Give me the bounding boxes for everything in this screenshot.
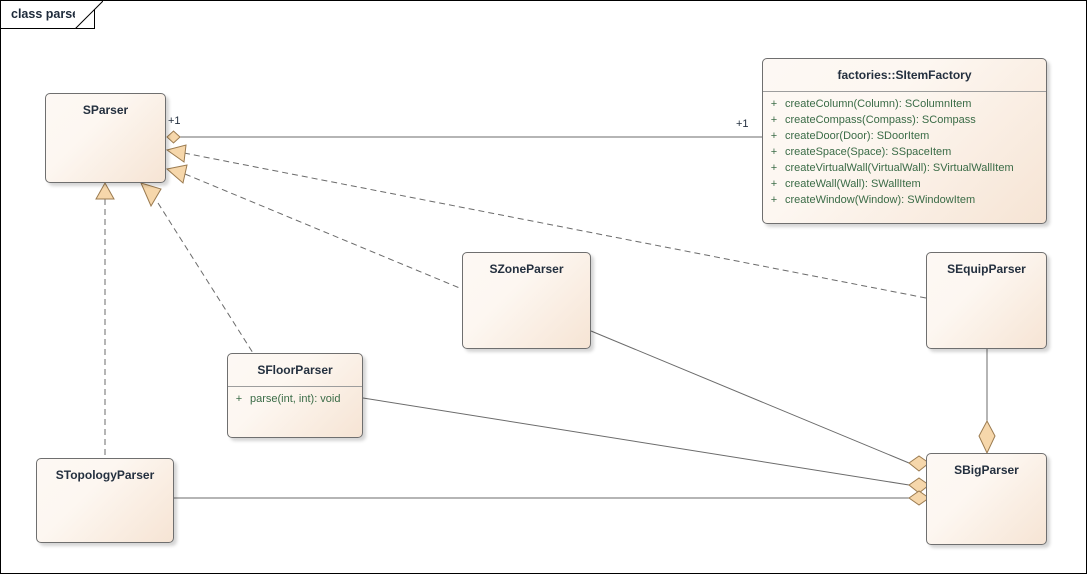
triangle-sfloorparser-sparser (140, 182, 162, 208)
class-box-sfloorparser[interactable]: SFloorParser + parse(int, int): void (227, 353, 363, 438)
operations-list-sfloorparser: + parse(int, int): void (228, 387, 362, 409)
class-name-sequipparser: SEquipParser (947, 262, 1026, 276)
frame-tab-corner-icon (75, 1, 103, 29)
operation-row: + createVirtualWall(VirtualWall): SVirtu… (763, 160, 1046, 176)
multiplicity-label-sparser: +1 (168, 115, 181, 127)
class-name-sitemfactory: factories::SItemFactory (763, 59, 1046, 92)
operation-signature: createDoor(Door): SDoorItem (785, 130, 930, 142)
operation-row: + createColumn(Column): SColumnItem (763, 96, 1046, 112)
class-box-sitemfactory[interactable]: factories::SItemFactory + createColumn(C… (762, 58, 1047, 224)
class-name-sbigparser: SBigParser (954, 463, 1019, 477)
operation-visibility: + (770, 114, 778, 126)
operation-signature: createWindow(Window): SWindowItem (785, 194, 976, 206)
operation-signature: parse(int, int): void (250, 393, 341, 405)
operation-signature: createCompass(Compass): SCompass (785, 114, 976, 126)
multiplicity-label-sitemfactory: +1 (736, 118, 749, 130)
operation-row: + createDoor(Door): SDoorItem (763, 128, 1046, 144)
diamond-sequipparser-sbigparser (978, 419, 996, 455)
link-sequipparser-sparser (183, 152, 927, 299)
class-name-sparser: SParser (82, 103, 129, 117)
operation-visibility: + (770, 194, 778, 206)
operation-row: + createSpace(Space): SSpaceItem (763, 144, 1046, 160)
triangle-stopologyparser-sparser (95, 181, 115, 200)
operation-row: + createCompass(Compass): SCompass (763, 112, 1046, 128)
diamond-sparser-sitemfactory (166, 130, 181, 144)
class-box-sequipparser[interactable]: SEquipParser (926, 252, 1047, 349)
class-box-stopologyparser[interactable]: STopologyParser (36, 458, 174, 543)
link-sfloorparser-sbigparser (362, 397, 910, 486)
operation-row: + createWall(Wall): SWallItem (763, 176, 1046, 192)
link-szoneparser-sparser (184, 173, 463, 290)
operation-row: + parse(int, int): void (228, 391, 362, 407)
operation-row: + createWindow(Window): SWindowItem (763, 192, 1046, 208)
triangle-sequipparser-sparser (165, 144, 187, 163)
operation-visibility: + (770, 178, 778, 190)
operations-list-sitemfactory: + createColumn(Column): SColumnItem + cr… (763, 92, 1046, 210)
class-name-stopologyparser: STopologyParser (55, 468, 155, 482)
class-name-szoneparser: SZoneParser (489, 262, 564, 276)
class-name-sfloorparser: SFloorParser (228, 354, 362, 387)
frame-tab-label: class parser (11, 7, 84, 21)
operation-visibility: + (770, 162, 778, 174)
class-box-szoneparser[interactable]: SZoneParser (462, 252, 591, 349)
operation-signature: createColumn(Column): SColumnItem (785, 98, 972, 110)
operation-visibility: + (770, 146, 778, 158)
triangle-szoneparser-sparser (165, 164, 188, 184)
link-sfloorparser-sparser (157, 202, 254, 354)
link-szoneparser-sbigparser (590, 330, 910, 464)
class-box-sbigparser[interactable]: SBigParser (926, 453, 1047, 545)
operation-signature: createSpace(Space): SSpaceItem (785, 146, 952, 158)
operation-visibility: + (770, 98, 778, 110)
operation-visibility: + (235, 393, 243, 405)
operation-visibility: + (770, 130, 778, 142)
operation-signature: createWall(Wall): SWallItem (785, 178, 921, 190)
operation-signature: createVirtualWall(VirtualWall): SVirtual… (785, 162, 1014, 174)
class-box-sparser[interactable]: SParser (45, 93, 166, 183)
